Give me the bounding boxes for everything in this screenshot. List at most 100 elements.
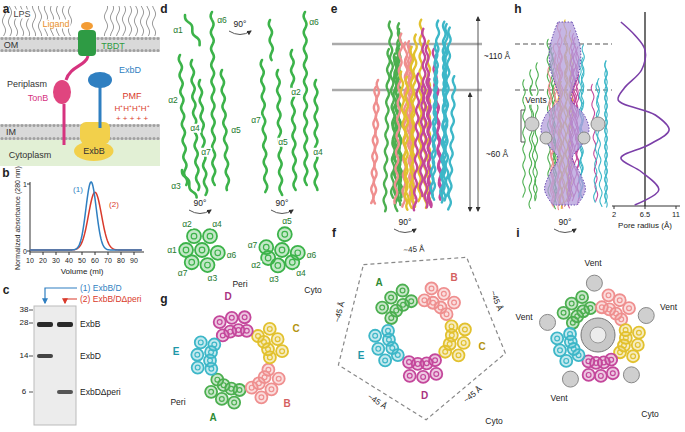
helix-core [295,250,301,256]
dimension-label: ~45 Å [334,301,347,323]
helix-core [205,262,211,268]
lipid-head [45,49,48,52]
helix-core [183,247,189,253]
x-axis [612,206,680,207]
helix-end [632,339,644,351]
helix-end [554,344,566,356]
subunit-label: D [224,292,231,302]
helix-core [217,320,222,325]
panel-e-sideview [332,17,482,233]
dimension-label: ~45 Å [462,385,483,405]
lipid-head [69,49,72,52]
helix-core [279,247,285,253]
lps-chain [116,6,119,36]
lipid-head [41,137,44,140]
helix-label: α6 [216,16,228,25]
helix-end [255,391,267,403]
helix-end [404,370,416,382]
lipid-head [149,49,152,52]
panel-letter: b [2,167,9,179]
lane-label: (2) ExbB/DΔperi [80,295,141,304]
helix-core [282,231,288,237]
helix-end [187,229,201,243]
helix-end [595,370,607,382]
helix-label: α4 [211,220,223,229]
helix-core [373,333,378,338]
axis-tick [27,251,30,252]
molecule-label: Ligand [41,20,70,29]
helix-core [269,387,274,392]
lps-chain [122,6,125,36]
lipid-head [141,37,144,40]
helix-end [264,323,276,335]
vents-bracket [521,110,525,142]
helix-core [415,362,420,367]
rotation-label: 90° [559,218,572,227]
lipid-head [21,37,24,40]
exbb-membrane-part [80,122,110,144]
lipid-head [117,124,120,127]
axis-tick [121,252,122,255]
lipid-head [149,137,152,140]
marker-label: 6 [22,388,26,396]
helix-core [389,295,394,300]
tick-label: 1 [23,181,27,188]
helix-core [212,342,217,347]
region-label: Cytoplasm [9,151,52,160]
helix-end [633,327,645,339]
helix-core [276,376,281,381]
view-label: Cyto [304,286,321,295]
view-label: Peri [232,280,247,289]
helix [605,61,607,207]
charge-label: + + + + + [116,115,148,123]
helix [422,29,427,207]
lipid-head [29,37,32,40]
dimension-label: ~45 Å [403,245,425,254]
subunit-label: C [478,342,485,352]
helix-end [214,316,226,328]
lps-chain [128,6,131,36]
gel-band [37,354,53,358]
helix-label: α2 [181,220,193,229]
helix-core [598,374,603,379]
pore-sphere-inner [590,327,606,343]
panel-letter: e [331,3,338,15]
helix-core [463,327,468,332]
tick-label: 30 [52,257,60,264]
helix-core [242,315,247,320]
helix-core [280,349,285,354]
lipid-head [157,37,160,40]
helix-core [434,372,439,377]
vent-sphere [578,132,590,144]
helix-core [215,377,220,382]
helix-end [452,349,464,361]
lipid-head [21,137,24,140]
helix-core [189,259,195,265]
lipid-head [69,124,72,127]
lipid-head [13,137,16,140]
helix-label: α4 [312,148,324,157]
band-label: ExbB [80,320,100,329]
axis-tick [108,252,109,255]
helix-end [271,258,285,272]
lipid-head [53,37,56,40]
vent-sphere [525,117,539,131]
helix-core [275,337,280,342]
lipid-head [37,49,40,52]
axis-tick [69,252,70,255]
helix-end [275,243,289,257]
helix-end [448,297,460,309]
tick-label: 50 [78,257,86,264]
helix-label: α1 [166,246,178,255]
lipid-head [33,37,36,40]
lipid-head [109,37,112,40]
helix-label: α3 [206,274,218,283]
axis-tick [27,184,30,185]
helix-end [458,337,470,349]
lipid-head [145,49,148,52]
lipid-head [53,49,56,52]
protein-label: TonB [28,94,49,103]
helix-end [211,246,225,260]
protein-label: ExbD [119,66,141,75]
helix-end [226,312,238,324]
